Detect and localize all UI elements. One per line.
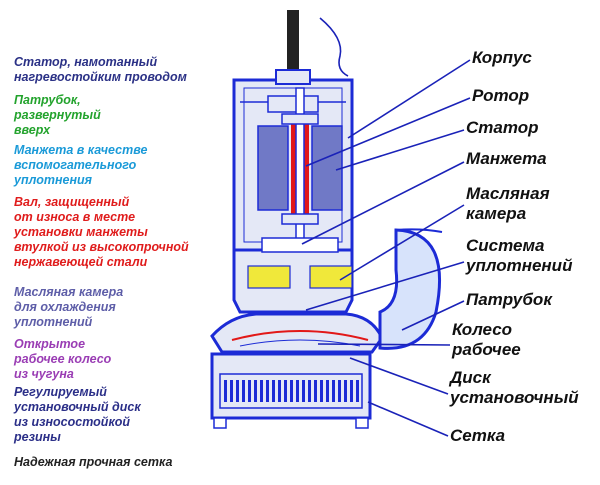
leader-stator [335,129,465,171]
cable-lead-curve [319,17,349,77]
pump-volute [210,312,384,354]
strainer-slots [224,380,359,402]
annotation-strainer: Надежная прочная сетка [14,455,173,469]
annotation-disc: Регулируемый установочный диск из износо… [14,385,141,444]
rotor [291,122,309,214]
leader-manzheta [301,161,465,245]
label-stator: Статор [466,118,539,137]
label-disk-ustanovochnyy: Диск установочный [450,368,579,407]
leader-maslyanaya-kamera [339,204,465,281]
annotation-cuff: Манжета в качестве вспомогательного упло… [14,143,148,187]
leader-rotor [305,97,471,167]
leader-disk-ustanovochnyy [349,357,449,395]
outlet-pipe [378,228,443,350]
label-sistema-uplotneniy: Система уплотнений [466,236,573,275]
annotation-oil-chamber: Масляная камера для охлаждения уплотнени… [14,285,124,329]
label-setka: Сетка [450,426,506,445]
leader-patrubok [401,300,465,331]
oil-chamber [247,265,353,289]
annotation-outlet: Патрубок, развернутый вверх [14,93,101,137]
stator-windings [257,125,343,211]
label-rotor: Ротор [472,86,530,105]
leader-setka [367,401,449,437]
bearings [281,113,319,225]
leader-korpus [347,59,471,139]
label-korpus: Корпус [472,48,532,67]
label-maslyanaya-kamera: Масляная камера [466,184,550,223]
label-patrubok: Патрубок [466,290,552,309]
leader-sistema-uplotneniy [305,261,465,311]
label-koleso-rabochee: Колесо рабочее [452,320,521,359]
label-manzheta: Манжета [466,149,547,168]
annotation-stator: Статор, намотанный нагревостойким провод… [14,55,187,84]
leader-koleso-rabochee [317,343,451,346]
annotation-impeller: Открытое рабочее колесо из чугуна [14,337,112,381]
leader-lines [301,17,471,437]
annotation-shaft: Вал, защищенный от износа в месте устано… [14,195,189,269]
